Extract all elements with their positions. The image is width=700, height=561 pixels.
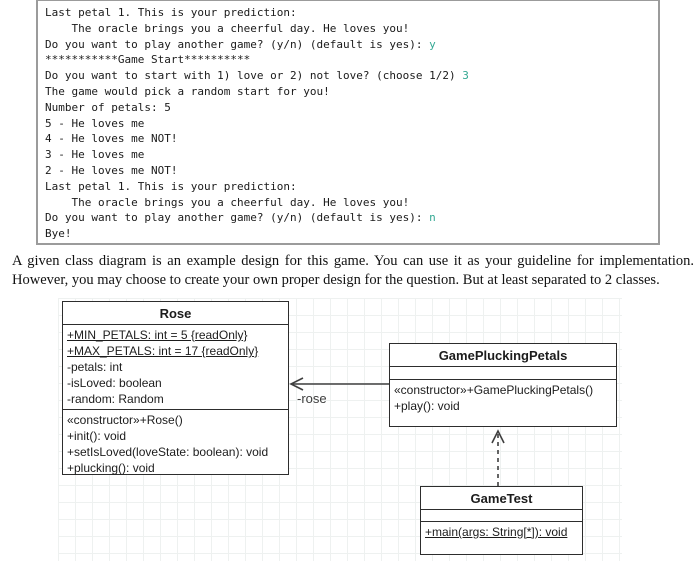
uml-member: -isLoved: boolean [67, 376, 162, 390]
uml-member: «constructor»+GamePluckingPetals() [394, 383, 594, 397]
console-output-box: Last petal 1. This is your prediction: T… [36, 0, 660, 245]
uml-member: -random: Random [67, 392, 164, 406]
class-methods: +main(args: String[*]): void [421, 521, 582, 542]
class-methods: «constructor»+Rose() +init(): void +setIsL… [63, 409, 288, 478]
class-box-gamepluckingpetals: GamePluckingPetals «constructor»+GamePlu… [389, 343, 617, 427]
uml-member: +plucking(): void [67, 461, 155, 475]
class-box-rose: Rose +MIN_PETALS: int = 5 {readOnly} +MAX… [62, 301, 289, 475]
uml-member: -petals: int [67, 360, 123, 374]
uml-member: +setIsLoved(loveState: boolean): void [67, 445, 269, 459]
console-text: Last petal 1. This is your prediction: T… [45, 6, 469, 241]
association-role-label: -rose [297, 391, 327, 406]
uml-member: +play(): void [394, 399, 460, 413]
class-attributes: +MIN_PETALS: int = 5 {readOnly} +MAX_PETA… [63, 324, 288, 409]
class-title: GameTest [470, 491, 533, 506]
uml-member: +main(args: String[*]): void [425, 525, 568, 539]
user-input-text: y [429, 37, 436, 51]
uml-member: +MIN_PETALS: int = 5 {readOnly} [67, 328, 248, 342]
user-input-text: n [429, 211, 436, 225]
user-input-text: 3 [462, 69, 469, 83]
class-title: GamePluckingPetals [438, 348, 568, 363]
class-attributes [421, 509, 582, 521]
class-attributes [390, 366, 616, 379]
uml-member: +MAX_PETALS: int = 17 {readOnly} [67, 344, 259, 358]
class-title: Rose [159, 306, 192, 321]
description-paragraph: A given class diagram is an example desi… [12, 253, 694, 288]
class-box-gametest: GameTest +main(args: String[*]): void [420, 486, 583, 555]
class-methods: «constructor»+GamePluckingPetals() +play(… [390, 379, 616, 416]
uml-member: +init(): void [67, 429, 127, 443]
uml-member: «constructor»+Rose() [67, 413, 183, 427]
